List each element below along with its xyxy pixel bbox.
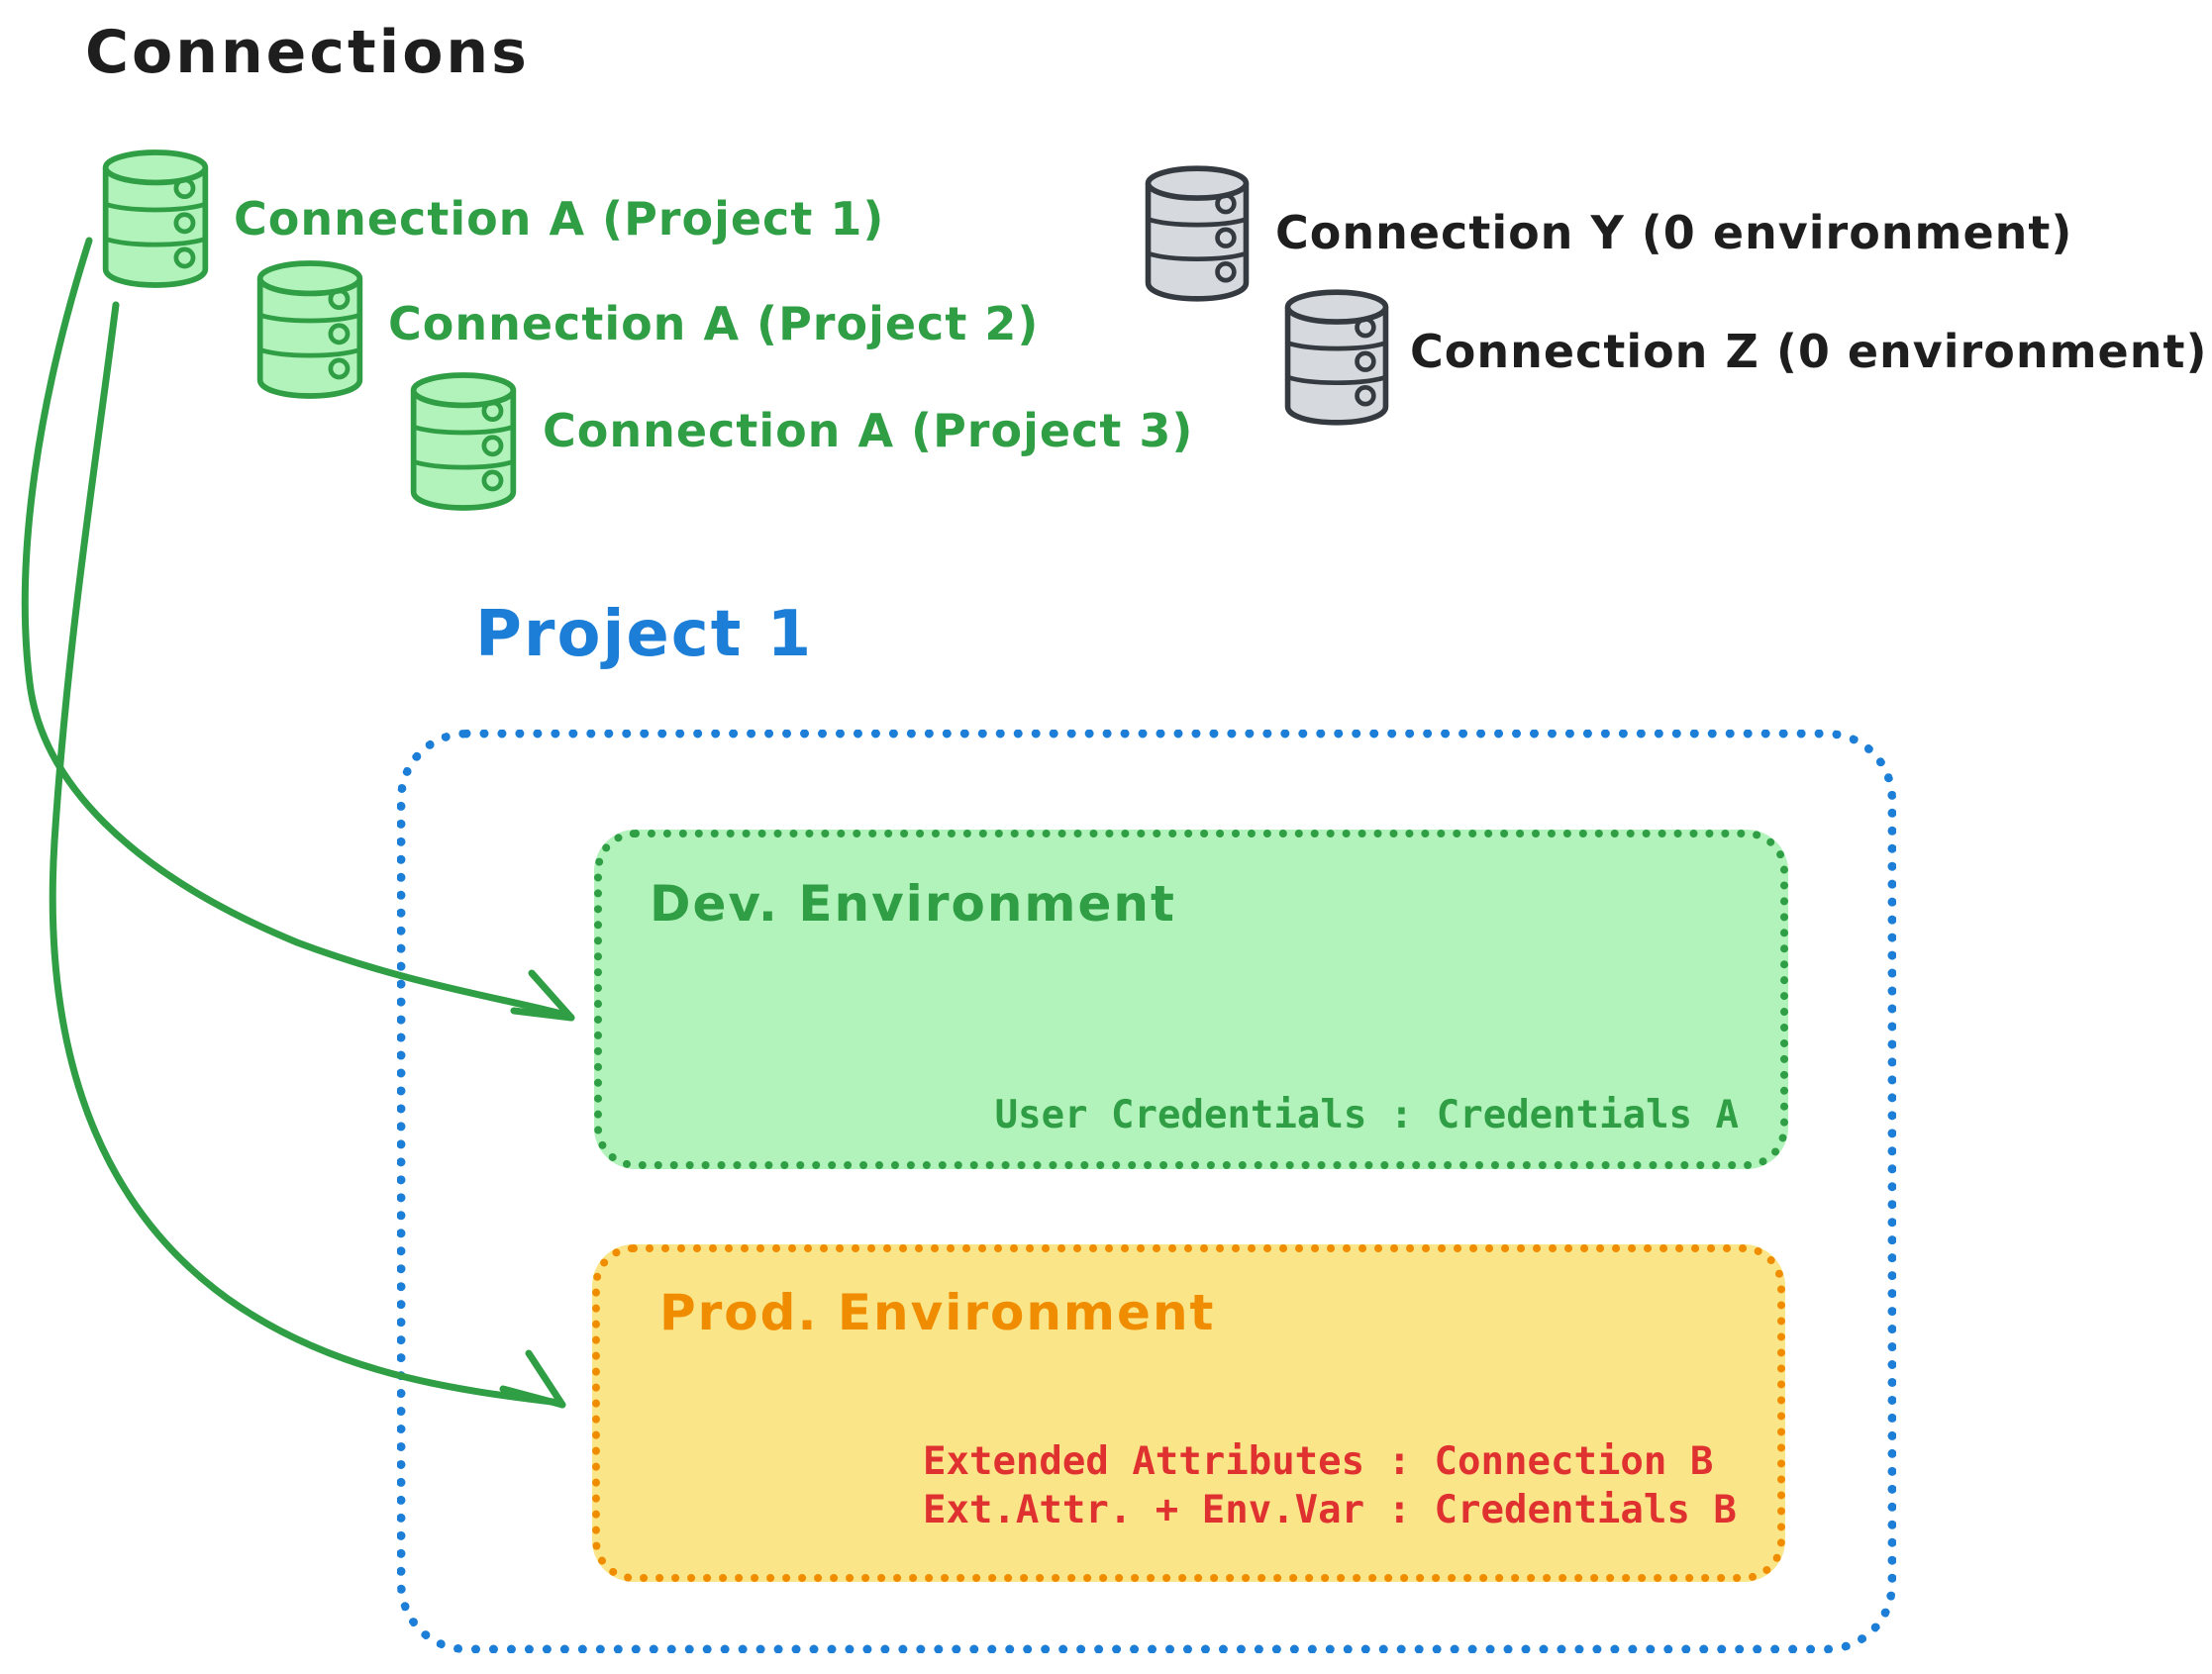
dev-environment-credentials-mapping: User Credentials : Credentials A bbox=[994, 1093, 1739, 1137]
prod-environment-credentials-mappings: Extended Attributes : Connection B Ext.A… bbox=[923, 1437, 1737, 1534]
database-icon bbox=[256, 260, 363, 399]
database-icon bbox=[1284, 289, 1389, 426]
dev-environment-title: Dev. Environment bbox=[650, 875, 1176, 933]
prod-environment-title: Prod. Environment bbox=[659, 1284, 1216, 1341]
database-icon bbox=[410, 372, 517, 511]
prod-environment-box: Prod. Environment Extended Attributes : … bbox=[592, 1244, 1785, 1582]
connection-a-project-3-label: Connection A (Project 3) bbox=[543, 404, 1194, 457]
connection-y-label: Connection Y (0 environment) bbox=[1275, 206, 2073, 259]
dev-environment-box: Dev. Environment User Credentials : Cred… bbox=[594, 830, 1788, 1169]
database-icon bbox=[1145, 165, 1250, 302]
diagram-title: Connections bbox=[85, 18, 530, 87]
database-icon bbox=[102, 149, 209, 288]
prod-mapping-line-2: Ext.Attr. + Env.Var : Credentials B bbox=[923, 1488, 1737, 1532]
project-1-label: Project 1 bbox=[475, 598, 814, 671]
connection-a-project-1-label: Connection A (Project 1) bbox=[234, 192, 885, 246]
connection-a-project-2-label: Connection A (Project 2) bbox=[388, 297, 1040, 350]
prod-mapping-line-1: Extended Attributes : Connection B bbox=[923, 1439, 1714, 1484]
connection-z-label: Connection Z (0 environment) bbox=[1410, 325, 2208, 378]
